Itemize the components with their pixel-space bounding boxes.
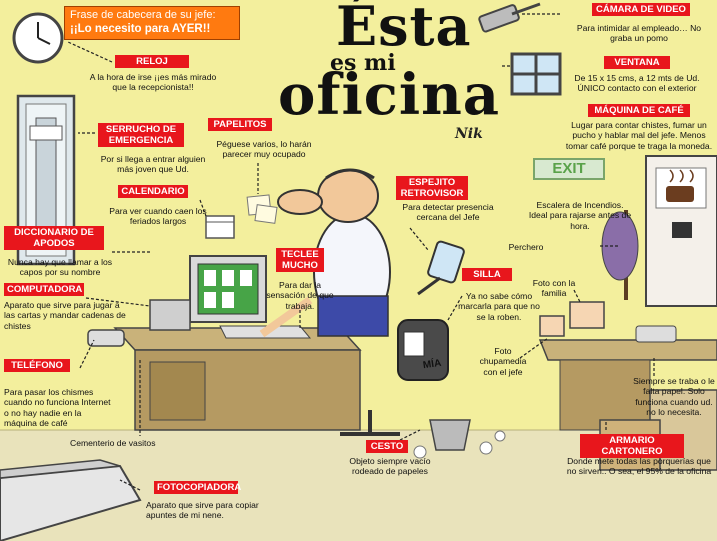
desc-espejito: Para detectar presencia cercana del Jefe bbox=[402, 202, 494, 223]
label-telefono: TELÉFONO bbox=[4, 359, 70, 372]
wall-calendar bbox=[205, 215, 235, 239]
desc-calendario: Para ver cuando caen los feriados largos bbox=[109, 206, 207, 227]
title-word-oficina: oficina bbox=[278, 62, 501, 128]
desc-ventana: De 15 x 15 cms, a 12 mts de Ud. ÚNICO co… bbox=[574, 73, 700, 94]
video-camera bbox=[478, 2, 541, 33]
desc-perchero: Perchero bbox=[508, 242, 544, 252]
trash-can bbox=[413, 419, 506, 459]
desc-fotocopiadora: Aparato que sirve para copiar apuntes de… bbox=[146, 500, 259, 521]
desc-teclee: Para dar la sensación de que trabaja. bbox=[266, 280, 334, 311]
sticky-notes bbox=[246, 194, 278, 224]
exit-sign: EXIT bbox=[533, 158, 605, 180]
desc-camara: Para intimidar al empleado… No graba un … bbox=[576, 23, 702, 44]
right-desk bbox=[538, 301, 717, 431]
desc-diccionario: Nunca hay que llamar a los capos por su … bbox=[7, 257, 113, 278]
title-word-esta: Ésta bbox=[336, 0, 472, 58]
desc-armario: Donde mete todas las porquerías que no s… bbox=[566, 456, 712, 477]
coffee-machine bbox=[645, 155, 717, 307]
phone bbox=[87, 329, 125, 347]
page-title: Ésta es mi oficina bbox=[268, 0, 499, 128]
label-silla: SILLA bbox=[462, 268, 512, 281]
boss-quote-banner: Frase de cabecera de su jefe: ¡¡Lo neces… bbox=[64, 6, 240, 40]
desc-maquina-cafe: Lugar para contar chistes, fumar un puch… bbox=[565, 120, 713, 151]
desc-computadora: Aparato que sirve para jugar a las carta… bbox=[4, 300, 126, 331]
desc-silla: Ya no sabe cómo marcarla para que no se … bbox=[458, 291, 540, 322]
label-camara: CÁMARA DE VIDEO bbox=[592, 3, 690, 16]
desc-reloj: A la hora de irse ¡¡es más mirado que la… bbox=[89, 72, 217, 93]
label-reloj: RELOJ bbox=[115, 55, 189, 68]
coat-rack bbox=[601, 210, 639, 300]
label-computadora: COMPUTADORA bbox=[4, 283, 84, 296]
desc-serrucho: Por si llega a entrar alguien más joven … bbox=[100, 154, 206, 175]
label-maquina-cafe: MÁQUINA DE CAFÉ bbox=[588, 104, 690, 117]
desc-telefono: Para pasar los chismes cuando no funcion… bbox=[4, 387, 111, 429]
label-cesto: CESTO bbox=[366, 440, 408, 453]
desc-escalera: Escalera de Incendios. Ideal para rajars… bbox=[528, 200, 632, 231]
label-diccionario: DICCIONARIO DE APODOS bbox=[4, 226, 104, 250]
desc-cementerio: Cementerio de vasitos bbox=[70, 438, 156, 448]
employee-character bbox=[259, 168, 391, 338]
label-teclee: TECLEE MUCHO bbox=[276, 248, 324, 272]
label-espejito: ESPEJITO RETROVISOR bbox=[396, 176, 468, 200]
label-papelitos: PAPELITOS bbox=[208, 118, 272, 131]
label-serrucho: SERRUCHO DE EMERGENCIA bbox=[98, 123, 184, 147]
desc-foto-familia: Foto con la familia bbox=[532, 278, 576, 299]
label-ventana: VENTANA bbox=[604, 56, 670, 69]
desc-foto-chupamedia: Foto chupamedia con el jefe bbox=[479, 346, 527, 377]
computer bbox=[149, 255, 312, 339]
desc-cesto: Objeto siempre vacío rodeado de papeles bbox=[349, 456, 431, 477]
photocopier bbox=[0, 459, 142, 541]
desc-papelitos: Péguese varios, lo harán parecer muy ocu… bbox=[216, 139, 312, 160]
boss-quote-intro: Frase de cabecera de su jefe: bbox=[70, 9, 216, 21]
window bbox=[510, 52, 562, 96]
label-calendario: CALENDARIO bbox=[118, 185, 188, 198]
desk bbox=[113, 327, 362, 431]
boss-quote: ¡¡Lo necesito para AYER!! bbox=[70, 23, 211, 35]
label-armario: ARMARIO CARTONERO bbox=[580, 434, 684, 458]
title-word-es-mi: es mi bbox=[330, 50, 396, 76]
rear-view-mirror bbox=[417, 240, 465, 296]
label-fotocopiadora: FOTOCOPIADORA bbox=[154, 481, 241, 494]
pointer-lines bbox=[67, 13, 655, 491]
wall-clock bbox=[12, 12, 64, 64]
desc-papel: Siempre se traba o le falta papel. Solo … bbox=[633, 376, 715, 418]
artist-signature: Nik bbox=[455, 126, 483, 142]
office-chair bbox=[340, 319, 449, 436]
